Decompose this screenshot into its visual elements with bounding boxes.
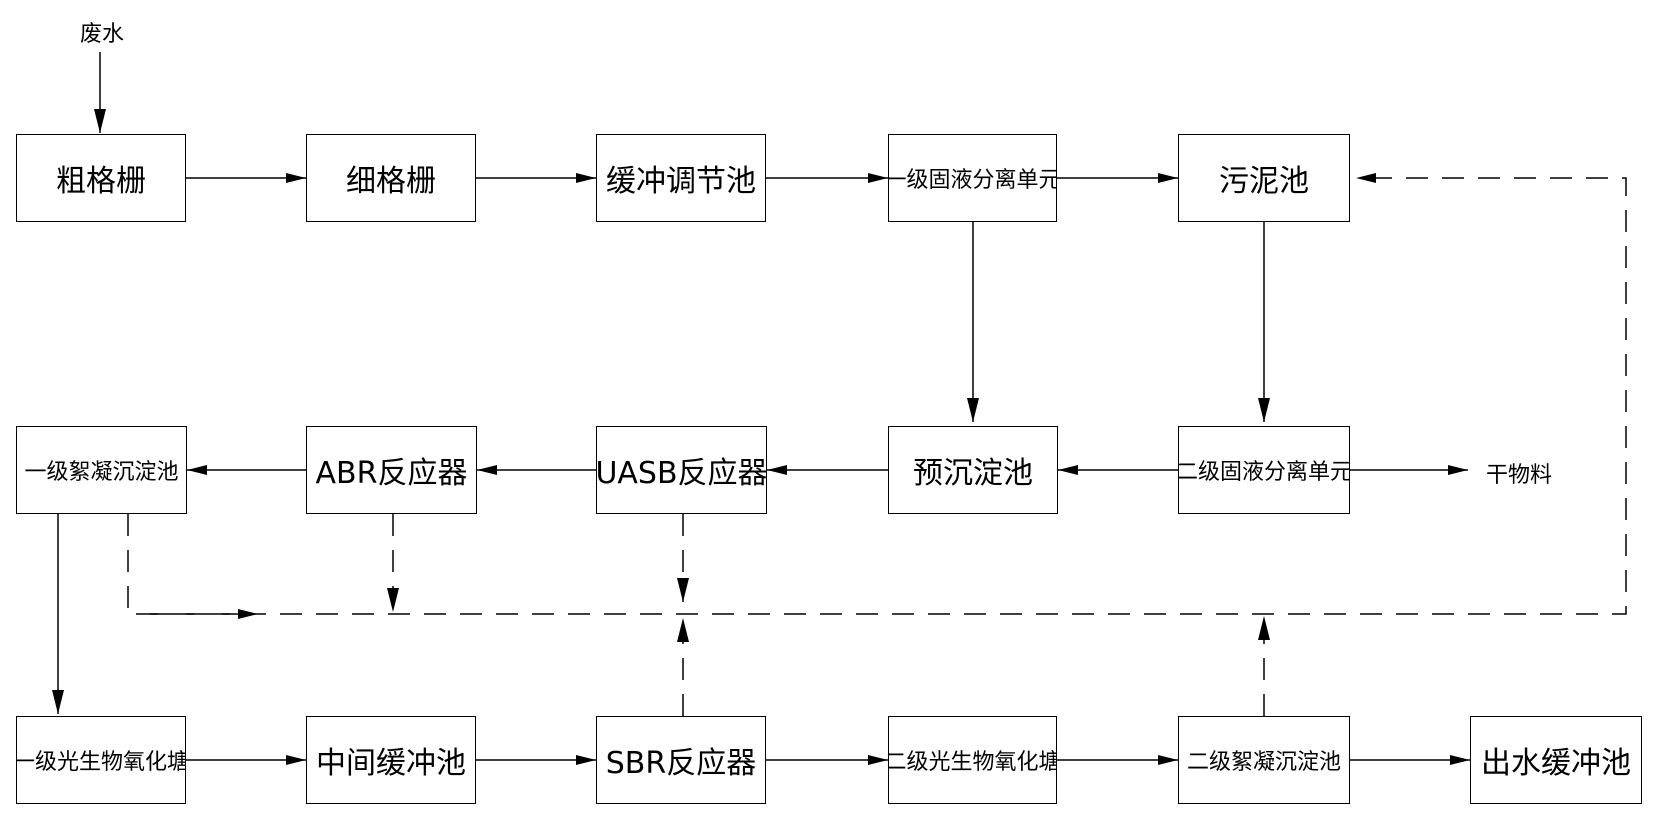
primary-photobio-oxidation-pond-box: 一级光生物氧化塘 (16, 716, 186, 804)
sbr-reactor-box: SBR反应器 (596, 716, 766, 804)
dry-material-label: 干物料 (1486, 463, 1553, 488)
abr-reactor-box: ABR反应器 (306, 426, 477, 514)
fine-screen-box: 细格栅 (306, 134, 476, 222)
uasb-reactor-box: UASB反应器 (596, 426, 767, 514)
buffer-equalization-tank-box: 缓冲调节池 (596, 134, 766, 222)
coarse-screen-box: 粗格栅 (16, 134, 186, 222)
wastewater-label: 废水 (80, 22, 125, 47)
effluent-buffer-tank-box: 出水缓冲池 (1470, 716, 1642, 804)
intermediate-buffer-tank-box: 中间缓冲池 (306, 716, 476, 804)
secondary-solid-liquid-separation-box: 二级固液分离单元 (1178, 426, 1350, 514)
dashed-sludge-collector (127, 173, 1627, 615)
sludge-tank-box: 污泥池 (1178, 134, 1350, 222)
secondary-flocculation-sedimentation-box: 二级絮凝沉淀池 (1178, 716, 1350, 804)
primary-solid-liquid-separation-box: 一级固液分离单元 (888, 134, 1057, 222)
secondary-photobio-oxidation-pond-box: 二级光生物氧化塘 (888, 716, 1057, 804)
primary-flocculation-sedimentation-box: 一级絮凝沉淀池 (16, 426, 187, 514)
pre-sedimentation-tank-box: 预沉淀池 (888, 426, 1058, 514)
